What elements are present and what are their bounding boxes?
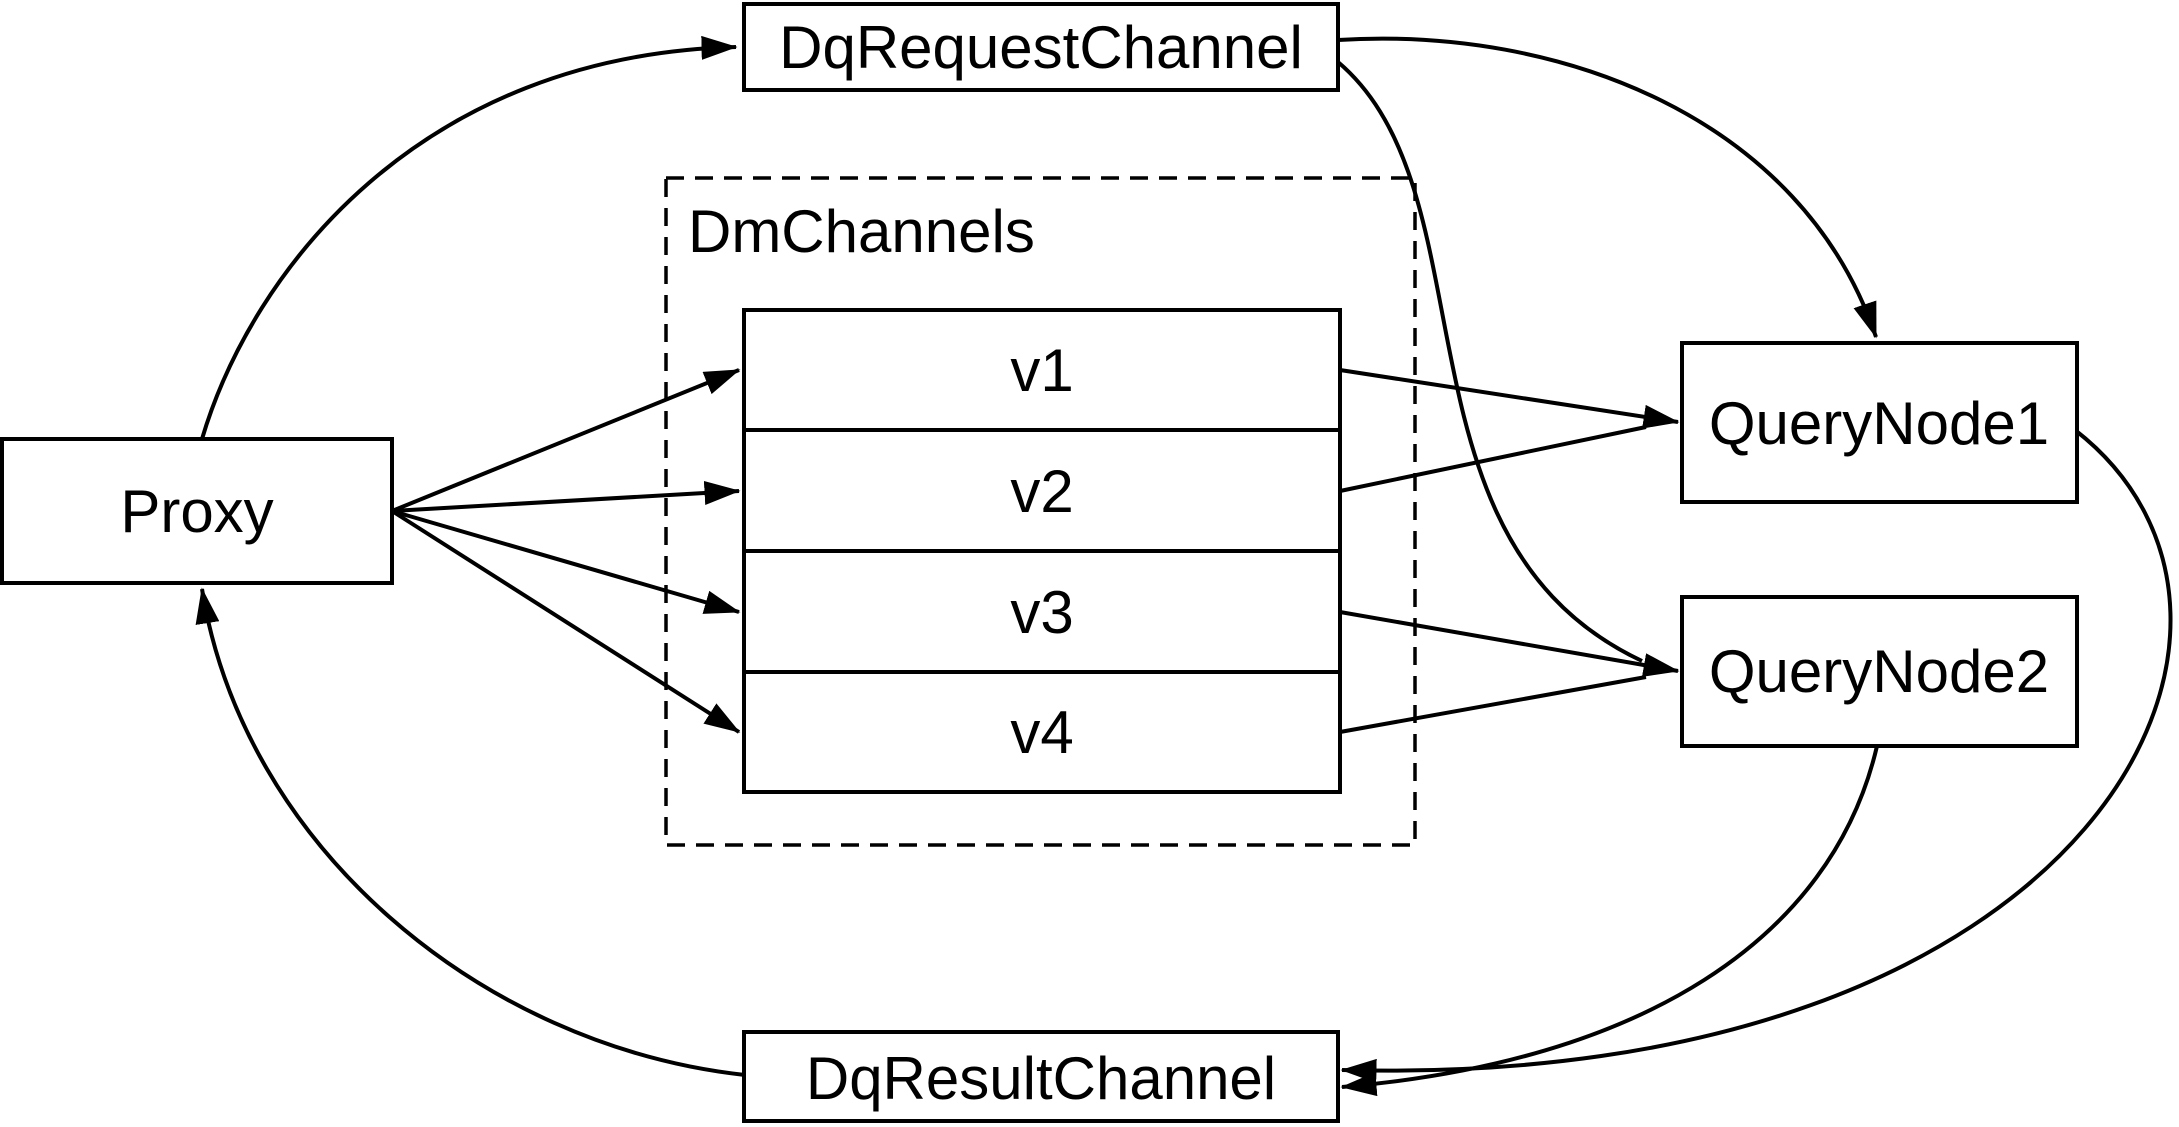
node-dqresultchannel: DqResultChannel	[742, 1030, 1340, 1123]
node-channel-table: v1 v2 v3 v4	[742, 308, 1342, 794]
edge-proxy-to-dqrequestchannel	[200, 35, 738, 440]
channel-v3-label: v3	[1010, 579, 1073, 646]
node-dqrequestchannel: DqRequestChannel	[742, 2, 1340, 92]
proxy-label: Proxy	[120, 478, 273, 545]
edge-dqrequestchannel-to-querynode2	[1336, 60, 1643, 663]
edge-dqresultchannel-to-proxy	[195, 587, 746, 1077]
cluster-dm-channels: DmChannels	[664, 176, 1417, 847]
edge-dqrequestchannel-to-querynode1	[1337, 36, 1878, 339]
dqresultchannel-label: DqResultChannel	[806, 1045, 1276, 1112]
edge-querynode1-to-dqresultchannel	[1340, 428, 2173, 1083]
dqresultchannel-box	[742, 1030, 1340, 1123]
edge-proxy-to-v4	[390, 509, 741, 734]
edge-v2-to-querynode1	[1339, 425, 1647, 493]
querynode2-label: QueryNode2	[1709, 638, 2049, 705]
channel-v4-label: v4	[1010, 699, 1073, 766]
channel-v2-label: v2	[1010, 458, 1073, 525]
dm-channels-label: DmChannels	[688, 198, 1035, 265]
dm-channels-border	[664, 176, 1417, 847]
edge-proxy-to-v2	[391, 481, 741, 513]
edges	[195, 35, 2173, 1097]
edge-querynode2-to-dqresultchannel	[1340, 745, 1879, 1097]
edge-proxy-to-v1	[391, 368, 741, 513]
channel-v1-label: v1	[1010, 337, 1073, 404]
querynode1-box	[1680, 341, 2079, 504]
querynode2-box	[1680, 595, 2079, 748]
querynode1-label: QueryNode1	[1709, 390, 2049, 457]
node-querynode2: QueryNode2	[1680, 595, 2079, 748]
node-querynode1: QueryNode1	[1680, 341, 2079, 504]
edge-v4-to-querynode2	[1339, 675, 1647, 734]
node-proxy: Proxy	[0, 437, 394, 585]
edge-proxy-to-v3	[391, 509, 741, 614]
dqrequestchannel-box	[742, 2, 1340, 92]
dqrequestchannel-label: DqRequestChannel	[779, 14, 1303, 81]
proxy-box	[0, 437, 394, 585]
edge-v1-to-querynode1	[1339, 368, 1680, 429]
edge-v3-to-querynode2	[1339, 610, 1680, 677]
